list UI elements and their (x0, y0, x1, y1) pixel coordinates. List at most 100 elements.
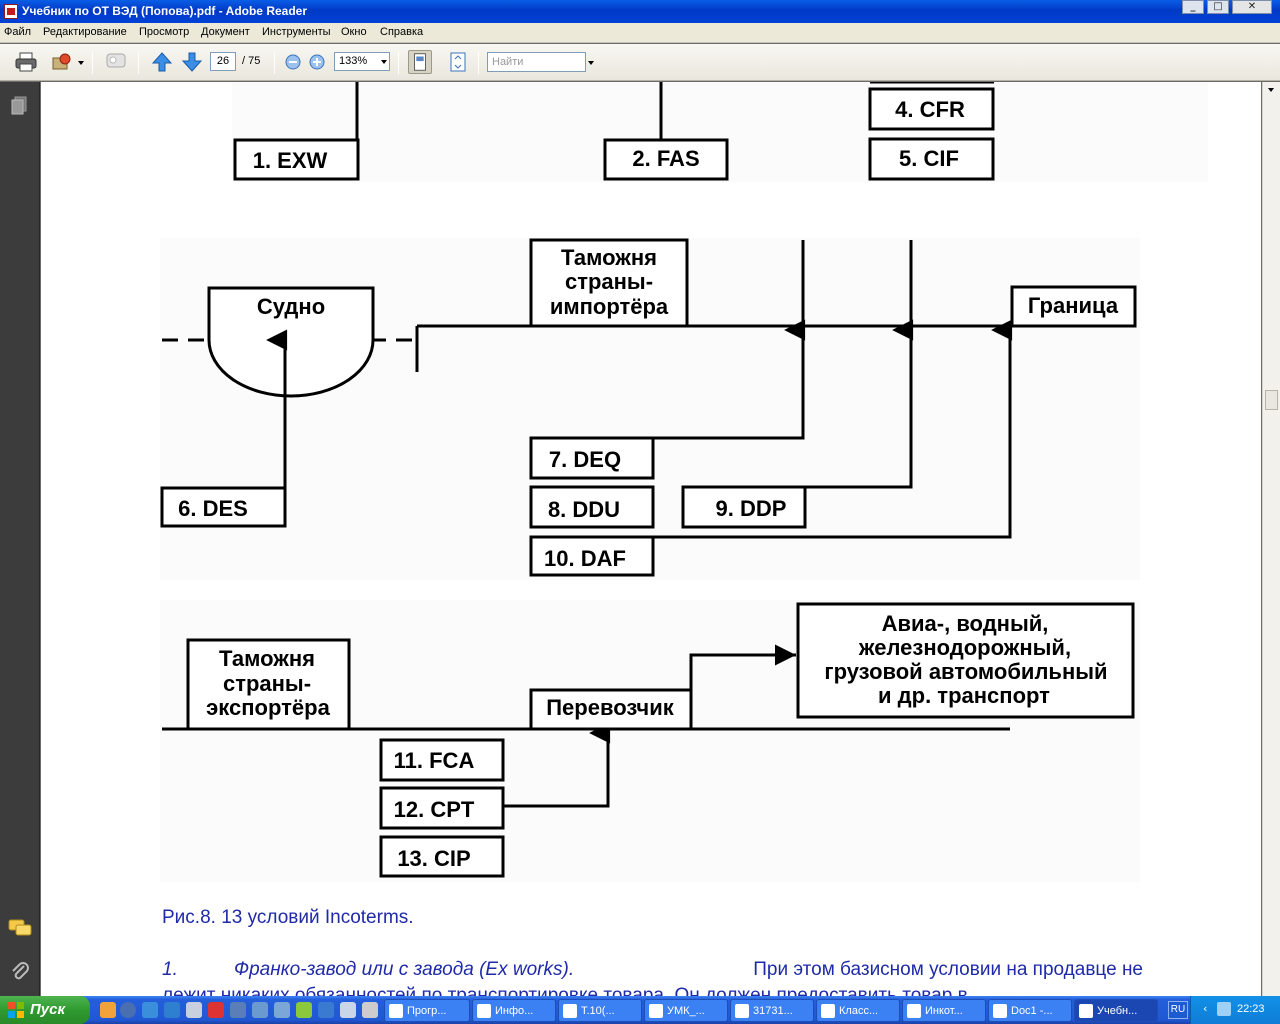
next-page-icon[interactable] (180, 50, 204, 74)
pdf-page: 1. EXW 2. FAS 4. CFR 5. CIF (41, 82, 1261, 996)
customs-exporter-line2: страны- (223, 671, 311, 696)
menu-file[interactable]: Файл (4, 26, 32, 38)
menu-view[interactable]: Просмотр (139, 26, 190, 38)
paragraph-term: Франко-завод или с завода (Ex works). (234, 959, 574, 980)
customs-importer-line1: Таможня (561, 245, 657, 270)
customs-importer-line2: страны- (565, 269, 653, 294)
window-icon (389, 1004, 403, 1018)
pdf-icon (735, 1004, 749, 1018)
menu-bar: Файл Редактирование Просмотр Документ Ин… (0, 23, 1280, 43)
attachments-icon[interactable] (10, 960, 30, 982)
term-box-ddp (681, 485, 807, 529)
zoom-dropdown-arrow[interactable] (381, 60, 387, 64)
carrier-box (529, 688, 693, 731)
minimize-button[interactable]: _ (1182, 0, 1204, 14)
menu-document[interactable]: Документ (201, 26, 250, 38)
term-des: 6. DES (178, 496, 248, 521)
customs-exporter-box (186, 638, 351, 731)
search-dropdown-arrow[interactable] (588, 61, 594, 65)
scroll-thumb[interactable] (1265, 390, 1278, 410)
customs-exporter-line1: Таможня (219, 646, 315, 671)
word-icon (563, 1004, 577, 1018)
show-more-icon[interactable] (362, 1002, 378, 1018)
border-label: Граница (1028, 293, 1119, 318)
page-number-input[interactable]: 26 (210, 52, 236, 71)
task-button[interactable]: Doc1 -... (988, 999, 1072, 1022)
zoom-select[interactable]: 133% (334, 52, 390, 71)
previous-page-icon[interactable] (150, 50, 174, 74)
task-button[interactable]: УМК_... (644, 999, 728, 1022)
tray-expand-icon[interactable]: ‹ (1203, 1002, 1208, 1015)
term-box-cfr (868, 87, 995, 131)
windows-logo-icon (8, 1002, 24, 1018)
ie-icon[interactable] (142, 1002, 158, 1018)
quicklaunch-icon[interactable] (100, 1002, 116, 1018)
task-button[interactable]: Т.10(... (558, 999, 642, 1022)
zoom-value: 133% (339, 55, 368, 67)
toolbar-separator (478, 52, 479, 74)
comments-icon[interactable] (8, 918, 32, 938)
zoom-in-icon[interactable] (306, 50, 330, 74)
term-cfr: 4. CFR (895, 97, 965, 122)
term-fca: 11. FCA (394, 748, 475, 773)
quicklaunch-icon[interactable] (296, 1002, 312, 1018)
term-cip: 13. CIP (397, 846, 470, 871)
ie-icon (821, 1004, 835, 1018)
term-box-cpt (379, 786, 505, 830)
start-button[interactable]: Пуск (0, 996, 90, 1024)
customs-importer-line3: импортёра (550, 294, 669, 319)
transport-line4: и др. транспорт (878, 683, 1050, 708)
close-button[interactable]: ✕ (1232, 0, 1272, 14)
zoom-out-icon[interactable] (282, 50, 306, 74)
maximize-button[interactable]: □ (1207, 0, 1229, 14)
toolbar: 26 / 75 133% Найти (0, 44, 1280, 81)
ie-icon[interactable] (164, 1002, 180, 1018)
system-tray: ‹ 22:23 (1190, 996, 1280, 1024)
quicklaunch-icon[interactable] (208, 1002, 224, 1018)
language-indicator[interactable]: RU (1168, 1001, 1188, 1019)
quicklaunch-icon[interactable] (120, 1002, 136, 1018)
fit-page-icon[interactable] (446, 50, 470, 74)
search-input[interactable]: Найти (487, 52, 586, 72)
ship-label: Судно (257, 294, 325, 319)
menu-window[interactable]: Окно (341, 26, 367, 38)
quicklaunch-icon[interactable] (318, 1002, 334, 1018)
share-dropdown-arrow[interactable] (78, 61, 84, 65)
print-icon[interactable] (14, 50, 38, 74)
ie-icon (907, 1004, 921, 1018)
term-exw: 1. EXW (253, 148, 328, 173)
taskbar: Пуск Прогр... Инфо... Т.10(... УМК_... 3… (0, 996, 1280, 1024)
term-fas: 2. FAS (632, 146, 699, 171)
transport-line1: Авиа-, водный, (882, 611, 1049, 636)
task-button[interactable]: Инфо... (472, 999, 556, 1022)
menu-tools[interactable]: Инструменты (262, 26, 331, 38)
carrier-label: Перевозчик (546, 695, 674, 720)
task-button[interactable]: Класс... (816, 999, 900, 1022)
vertical-scrollbar[interactable] (1262, 82, 1280, 996)
menu-help[interactable]: Справка (380, 26, 424, 38)
menu-edit[interactable]: Редактирование (43, 26, 127, 38)
task-button[interactable]: 31731... (730, 999, 814, 1022)
quicklaunch-icon[interactable] (252, 1002, 268, 1018)
scroll-up-arrow[interactable] (1268, 88, 1274, 92)
word-icon (993, 1004, 1007, 1018)
quicklaunch-icon[interactable] (230, 1002, 246, 1018)
quicklaunch-icon[interactable] (340, 1002, 356, 1018)
page-total: / 75 (242, 55, 261, 67)
window-icon (477, 1004, 491, 1018)
term-ddp: 9. DDP (716, 496, 787, 521)
task-button-active[interactable]: Учебн... (1074, 999, 1158, 1022)
incoterms-diagram: 1. EXW 2. FAS 4. CFR 5. CIF (160, 82, 1208, 996)
task-button[interactable]: Прогр... (384, 999, 470, 1022)
task-button[interactable]: Инкот... (902, 999, 986, 1022)
quicklaunch-icon[interactable] (274, 1002, 290, 1018)
fit-width-icon[interactable] (408, 50, 432, 74)
network-icon[interactable] (1217, 1002, 1231, 1016)
quicklaunch-icon[interactable] (186, 1002, 202, 1018)
pages-icon[interactable] (10, 96, 28, 116)
clock: 22:23 (1237, 1003, 1265, 1015)
window-title: Учебник по ОТ ВЭД (Попова).pdf - Adobe R… (22, 4, 307, 18)
pdf-icon (1079, 1004, 1093, 1018)
comment-icon[interactable] (104, 50, 128, 74)
share-icon[interactable] (50, 50, 74, 74)
